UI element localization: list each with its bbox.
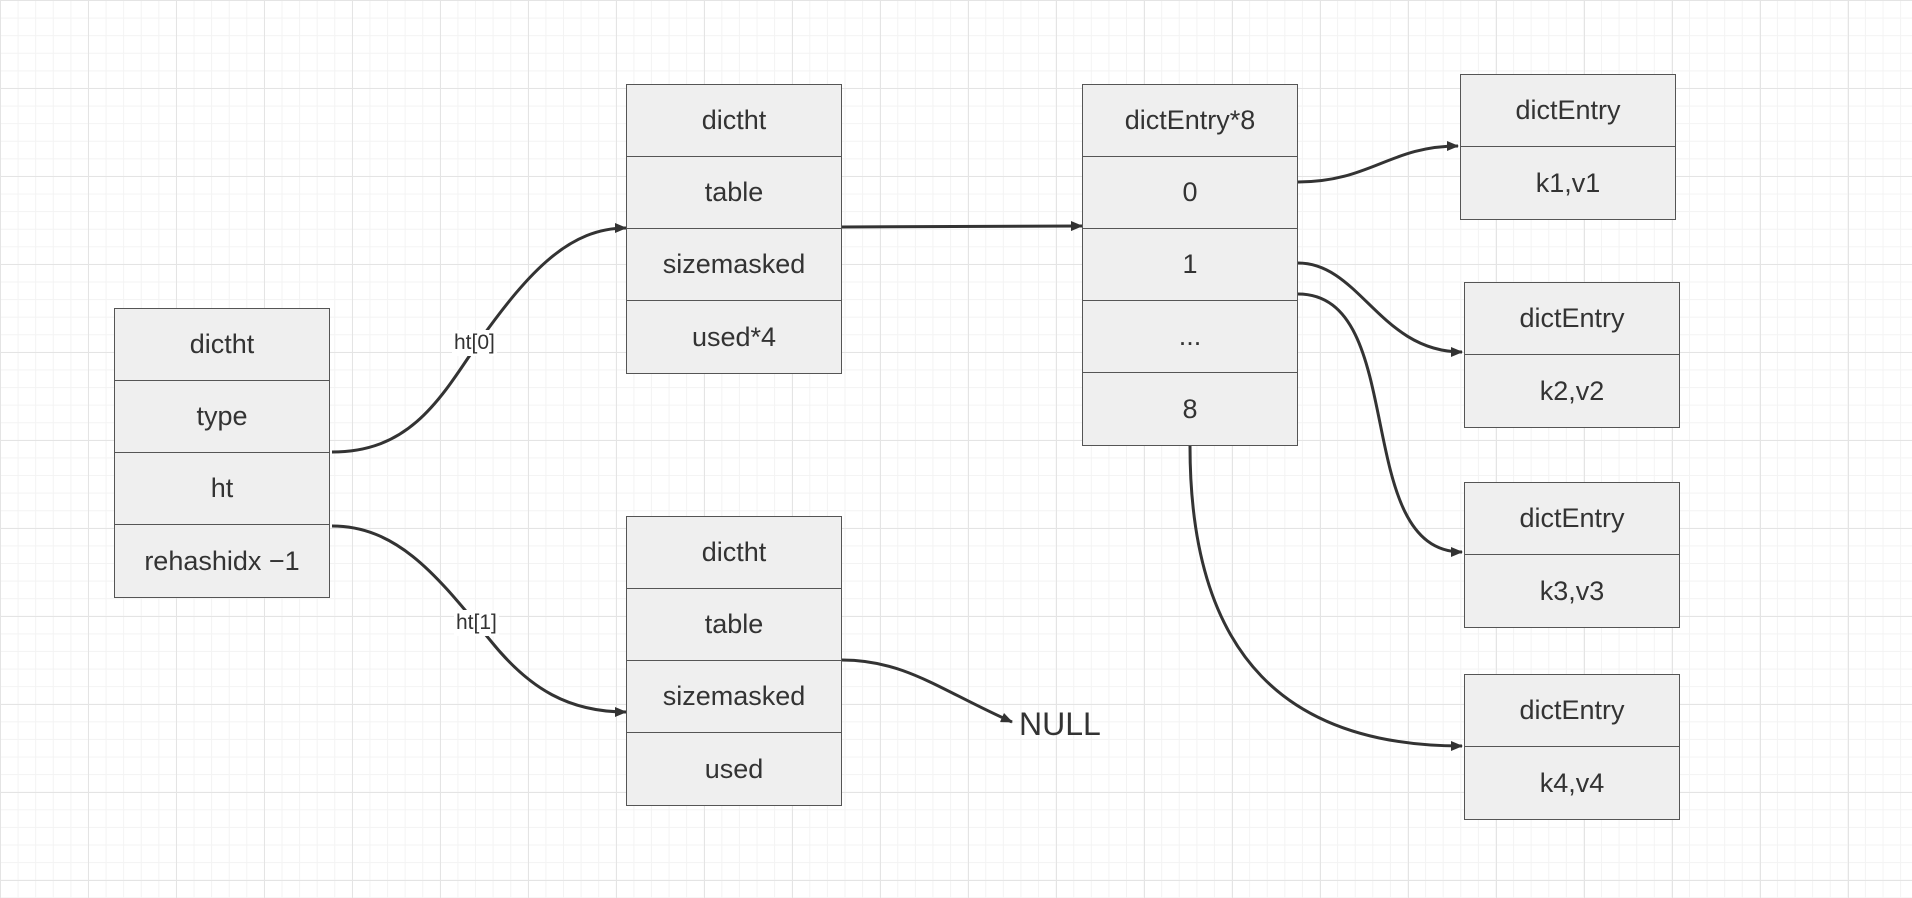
entry-4-kv: k4,v4 [1465, 747, 1679, 819]
entry-3-kv: k3,v3 [1465, 555, 1679, 627]
bucket-1: 1 [1083, 229, 1297, 301]
entry-4-header: dictEntry [1465, 675, 1679, 747]
edge-ht1 [331, 524, 627, 717]
null-label: NULL [1019, 706, 1101, 742]
edge-bucket1-entry2 [1297, 261, 1463, 357]
ht1-box: dictht table sizemasked used [626, 516, 842, 806]
table-box: dictEntry*8 0 1 ... 8 [1082, 84, 1298, 446]
dict-header: dictht [115, 309, 329, 381]
ht1-header: dictht [627, 517, 841, 589]
edge-bucket1-entry3 [1297, 292, 1463, 557]
ht0-table: table [627, 157, 841, 229]
ht1-label: ht[1] [454, 610, 499, 636]
ht0-used: used*4 [627, 301, 841, 373]
bucket-ellipsis: ... [1083, 301, 1297, 373]
ht1-table: table [627, 589, 841, 661]
edge-table-pointer [841, 221, 1083, 232]
ht0-sizemasked: sizemasked [627, 229, 841, 301]
entry-box-3: dictEntry k3,v3 [1464, 482, 1680, 628]
entry-1-kv: k1,v1 [1461, 147, 1675, 219]
entry-box-1: dictEntry k1,v1 [1460, 74, 1676, 220]
ht1-used: used [627, 733, 841, 805]
dict-box: dictht type ht rehashidx −1 [114, 308, 330, 598]
entry-1-header: dictEntry [1461, 75, 1675, 147]
edge-ht1-table-null [841, 658, 1013, 724]
dict-type: type [115, 381, 329, 453]
entry-2-kv: k2,v2 [1465, 355, 1679, 427]
ht0-header: dictht [627, 85, 841, 157]
edge-bucket8-entry4 [1188, 445, 1463, 751]
entry-box-4: dictEntry k4,v4 [1464, 674, 1680, 820]
edge-bucket0-entry1 [1297, 141, 1459, 184]
bucket-8: 8 [1083, 373, 1297, 445]
dict-rehashidx: rehashidx −1 [115, 525, 329, 597]
bucket-0: 0 [1083, 157, 1297, 229]
entry-2-header: dictEntry [1465, 283, 1679, 355]
ht0-label: ht[0] [452, 330, 497, 356]
ht1-sizemasked: sizemasked [627, 661, 841, 733]
dict-ht: ht [115, 453, 329, 525]
ht0-box: dictht table sizemasked used*4 [626, 84, 842, 374]
entry-box-2: dictEntry k2,v2 [1464, 282, 1680, 428]
table-header: dictEntry*8 [1083, 85, 1297, 157]
entry-3-header: dictEntry [1465, 483, 1679, 555]
